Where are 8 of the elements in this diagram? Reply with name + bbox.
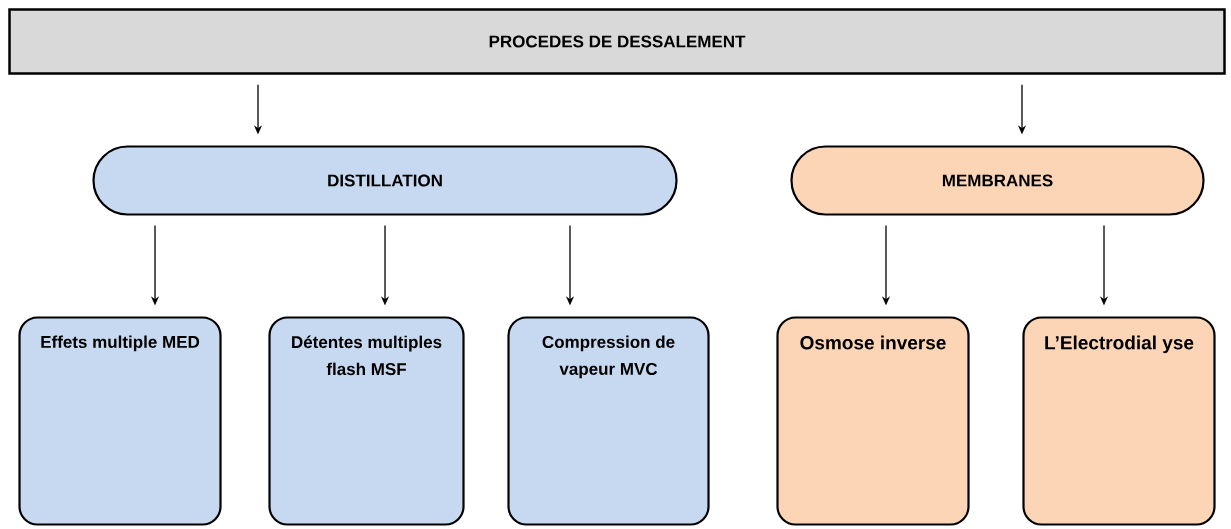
process-box: Effets multiple MED bbox=[18, 316, 222, 526]
process-box: Osmose inverse bbox=[776, 316, 970, 526]
category-pill: MEMBRANES bbox=[790, 145, 1205, 216]
process-box: L’Electrodial yse bbox=[1022, 316, 1216, 526]
title-banner: PROCEDES DE DESSALEMENT bbox=[8, 8, 1226, 75]
category-pill: DISTILLATION bbox=[92, 145, 678, 216]
process-box: Détentes multiples flash MSF bbox=[268, 316, 465, 526]
process-box: Compression de vapeur MVC bbox=[507, 316, 710, 526]
